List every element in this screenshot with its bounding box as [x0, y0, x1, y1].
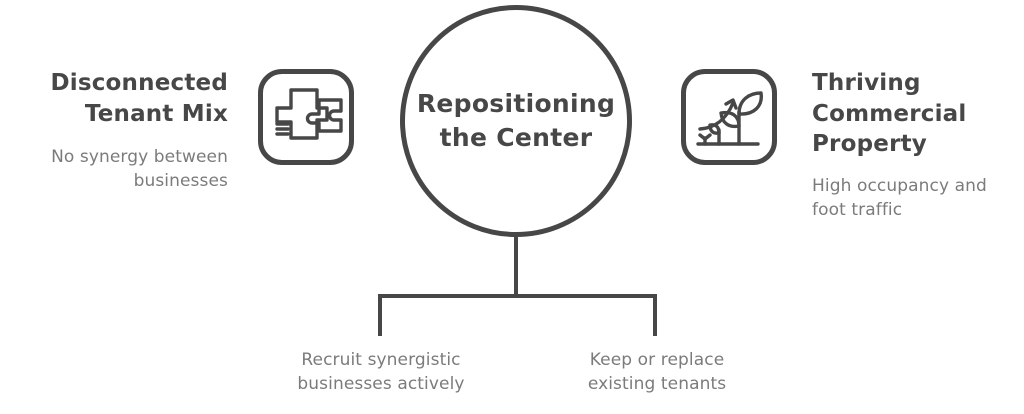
left-subtitle-line-1: No synergy between	[51, 147, 228, 168]
connector-stem-vertical	[514, 233, 518, 298]
growing-plant-arrow-icon	[681, 69, 777, 165]
left-state-title: Disconnected Tenant Mix	[8, 68, 228, 129]
right-title-line-2: Commercial	[812, 100, 967, 127]
center-label-line-1: Repositioning	[416, 88, 616, 118]
right-state-block: Thriving Commercial Property High occupa…	[812, 68, 1018, 222]
right-state-title: Thriving Commercial Property	[812, 68, 1018, 160]
right-state-subtitle: High occupancy and foot traffic	[812, 174, 1018, 222]
right-title-line-3: Property	[812, 131, 927, 158]
connector-stem-left	[378, 294, 382, 336]
center-label-line-2: the Center	[439, 123, 593, 152]
connector-stem-right	[653, 294, 657, 336]
right-title-line-1: Thriving	[812, 70, 921, 96]
center-node-label: Repositioning the Center	[399, 87, 633, 156]
action-label-2: Keep or replace existing tenants	[555, 348, 759, 396]
action-2-line-1: Keep or replace	[589, 350, 725, 370]
action-1-line-2: businesses actively	[297, 374, 465, 395]
action-2-line-2: existing tenants	[587, 374, 727, 395]
left-state-subtitle: No synergy between businesses	[8, 145, 228, 193]
left-title-line-1: Disconnected	[50, 70, 228, 96]
left-subtitle-line-2: businesses	[133, 171, 228, 192]
action-1-line-1: Recruit synergistic	[301, 350, 461, 370]
right-subtitle-line-2: foot traffic	[812, 199, 903, 220]
right-subtitle-line-1: High occupancy and	[812, 175, 987, 196]
action-label-1: Recruit synergistic businesses actively	[275, 348, 487, 396]
left-title-line-2: Tenant Mix	[84, 100, 228, 127]
left-state-block: Disconnected Tenant Mix No synergy betwe…	[8, 68, 228, 193]
center-node: Repositioning the Center	[400, 5, 632, 237]
connector-bar-horizontal	[378, 294, 657, 298]
puzzle-pieces-icon	[258, 69, 354, 165]
